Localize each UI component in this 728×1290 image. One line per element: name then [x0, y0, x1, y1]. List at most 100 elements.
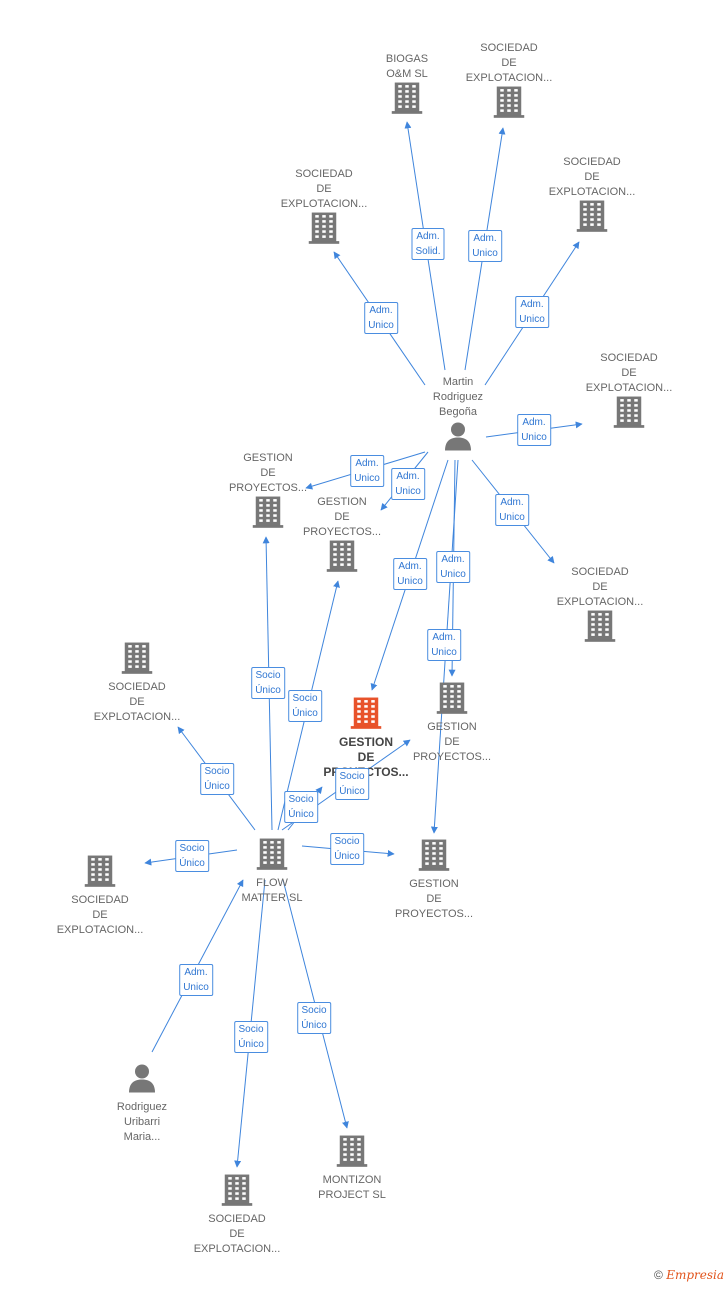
node-label-line: SOCIEDAD: [571, 566, 629, 578]
edge-label[interactable]: Adm.Unico: [517, 414, 551, 446]
node-label-line: SOCIEDAD: [208, 1213, 266, 1225]
node-label-line: EXPLOTACION...: [56, 924, 144, 936]
building-icon[interactable]: [251, 495, 285, 534]
node-label-line: DE: [621, 367, 637, 379]
edge-label[interactable]: Adm.Unico: [364, 302, 398, 334]
node-label-line: SOCIEDAD: [295, 168, 353, 180]
node-label-line: DE: [334, 511, 350, 523]
person-icon[interactable]: [443, 421, 473, 456]
edge-label-line: Unico: [354, 473, 380, 484]
node-label-gest1[interactable]: GESTION DE PROYECTOS...: [203, 451, 333, 496]
node-label-line: GESTION: [243, 452, 293, 464]
building-icon[interactable]: [492, 85, 526, 124]
edge-label[interactable]: Adm.Solid.: [411, 228, 445, 260]
node-label-line: EXPLOTACION...: [193, 1243, 281, 1255]
edge-label[interactable]: Adm.Unico: [393, 558, 427, 590]
building-icon[interactable]: [575, 199, 609, 238]
building-icon[interactable]: [417, 838, 451, 877]
node-label-line: DE: [229, 1228, 245, 1240]
edge-label[interactable]: Adm.Unico: [495, 494, 529, 526]
node-label-line: DE: [584, 171, 600, 183]
node-label-line: Maria...: [123, 1131, 161, 1143]
building-icon[interactable]: [583, 609, 617, 648]
building-icon[interactable]: [255, 837, 289, 876]
node-label-line: SOCIEDAD: [480, 42, 538, 54]
node-label-line: MONTIZON: [322, 1174, 382, 1186]
edge-label[interactable]: Adm.Unico: [515, 296, 549, 328]
node-label-line: Uribarri: [123, 1116, 161, 1128]
edge-label[interactable]: Adm.Unico: [436, 551, 470, 583]
node-label-line: EXPLOTACION...: [548, 186, 636, 198]
node-label-line: DE: [316, 183, 332, 195]
node-label-line: DE: [426, 893, 442, 905]
node-label-line: Martin: [442, 376, 474, 388]
edge-label-line: Adm.: [520, 299, 544, 310]
building-icon[interactable]: [220, 1173, 254, 1212]
building-icon[interactable]: [390, 81, 424, 120]
edge-label-line: Único: [238, 1039, 264, 1050]
node-label-line: GESTION: [427, 721, 477, 733]
edge-label-line: Único: [179, 858, 205, 869]
building-icon[interactable]: [612, 395, 646, 434]
person-icon[interactable]: [127, 1063, 157, 1098]
brand-logo[interactable]: Empresia: [666, 1268, 724, 1282]
node-label-line: PROYECTOS...: [228, 482, 308, 494]
edge-label-line: Socio: [301, 1005, 327, 1016]
edge-label-line: Socio: [334, 836, 360, 847]
edge-label-line: Socio: [238, 1024, 264, 1035]
edge-label[interactable]: Adm.Unico: [468, 230, 502, 262]
edge-label[interactable]: Adm.Unico: [179, 964, 213, 996]
node-label-soc2[interactable]: SOCIEDAD DE EXPLOTACION...: [259, 167, 389, 212]
edge-label-line: Unico: [521, 432, 547, 443]
edge-label-line: Adm.: [500, 497, 524, 508]
edge-label[interactable]: Adm.Unico: [391, 468, 425, 500]
edge-label-line: Único: [334, 851, 360, 862]
node-label-line: DE: [260, 467, 276, 479]
node-label-line: GESTION: [409, 878, 459, 890]
node-label-line: Begoña: [439, 406, 477, 418]
building-icon[interactable]: [335, 1134, 369, 1173]
node-label-line: EXPLOTACION...: [465, 72, 553, 84]
building-icon[interactable]: [83, 854, 117, 893]
edge-label-line: Adm.: [369, 305, 393, 316]
building-icon[interactable]: [120, 641, 154, 680]
node-label-soc8[interactable]: SOCIEDAD DE EXPLOTACION...: [172, 1212, 302, 1257]
edge-label-line: Socio: [255, 670, 281, 681]
edge-label-line: Adm.: [184, 967, 208, 978]
building-icon[interactable]: [435, 681, 469, 720]
node-label-line: EXPLOTACION...: [280, 198, 368, 210]
building-icon[interactable]: [307, 211, 341, 250]
node-label-line: PROYECTOS...: [302, 526, 382, 538]
edge-label-line: Unico: [395, 486, 421, 497]
edge-label[interactable]: Adm.Unico: [427, 629, 461, 661]
building-icon[interactable]: [349, 696, 383, 735]
edge-label-line: Solid.: [415, 246, 441, 257]
building-icon[interactable]: [325, 539, 359, 578]
edge-label-line: Único: [255, 685, 281, 696]
edge-label-line: Socio: [204, 766, 230, 777]
edge-label[interactable]: Adm.Unico: [350, 455, 384, 487]
